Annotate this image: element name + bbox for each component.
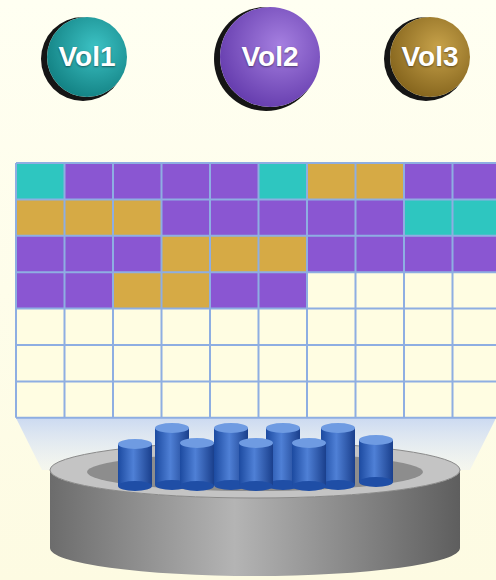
spindle — [239, 438, 273, 491]
allocation-grid — [16, 163, 496, 418]
volume-label: Vol1 — [58, 41, 115, 73]
volume-circle: Vol2 — [220, 7, 320, 107]
disk-spindles — [118, 423, 393, 491]
spindle — [180, 438, 214, 491]
disk-platter — [50, 442, 460, 576]
volume-circle: Vol1 — [47, 17, 127, 97]
spindle — [321, 423, 355, 490]
spindle — [118, 439, 152, 491]
spindle — [292, 438, 326, 491]
spindle — [359, 435, 393, 487]
grid-lines — [16, 163, 496, 418]
volume-label: Vol3 — [401, 41, 458, 73]
volume-label: Vol2 — [241, 41, 298, 73]
volume-circle: Vol3 — [390, 17, 470, 97]
